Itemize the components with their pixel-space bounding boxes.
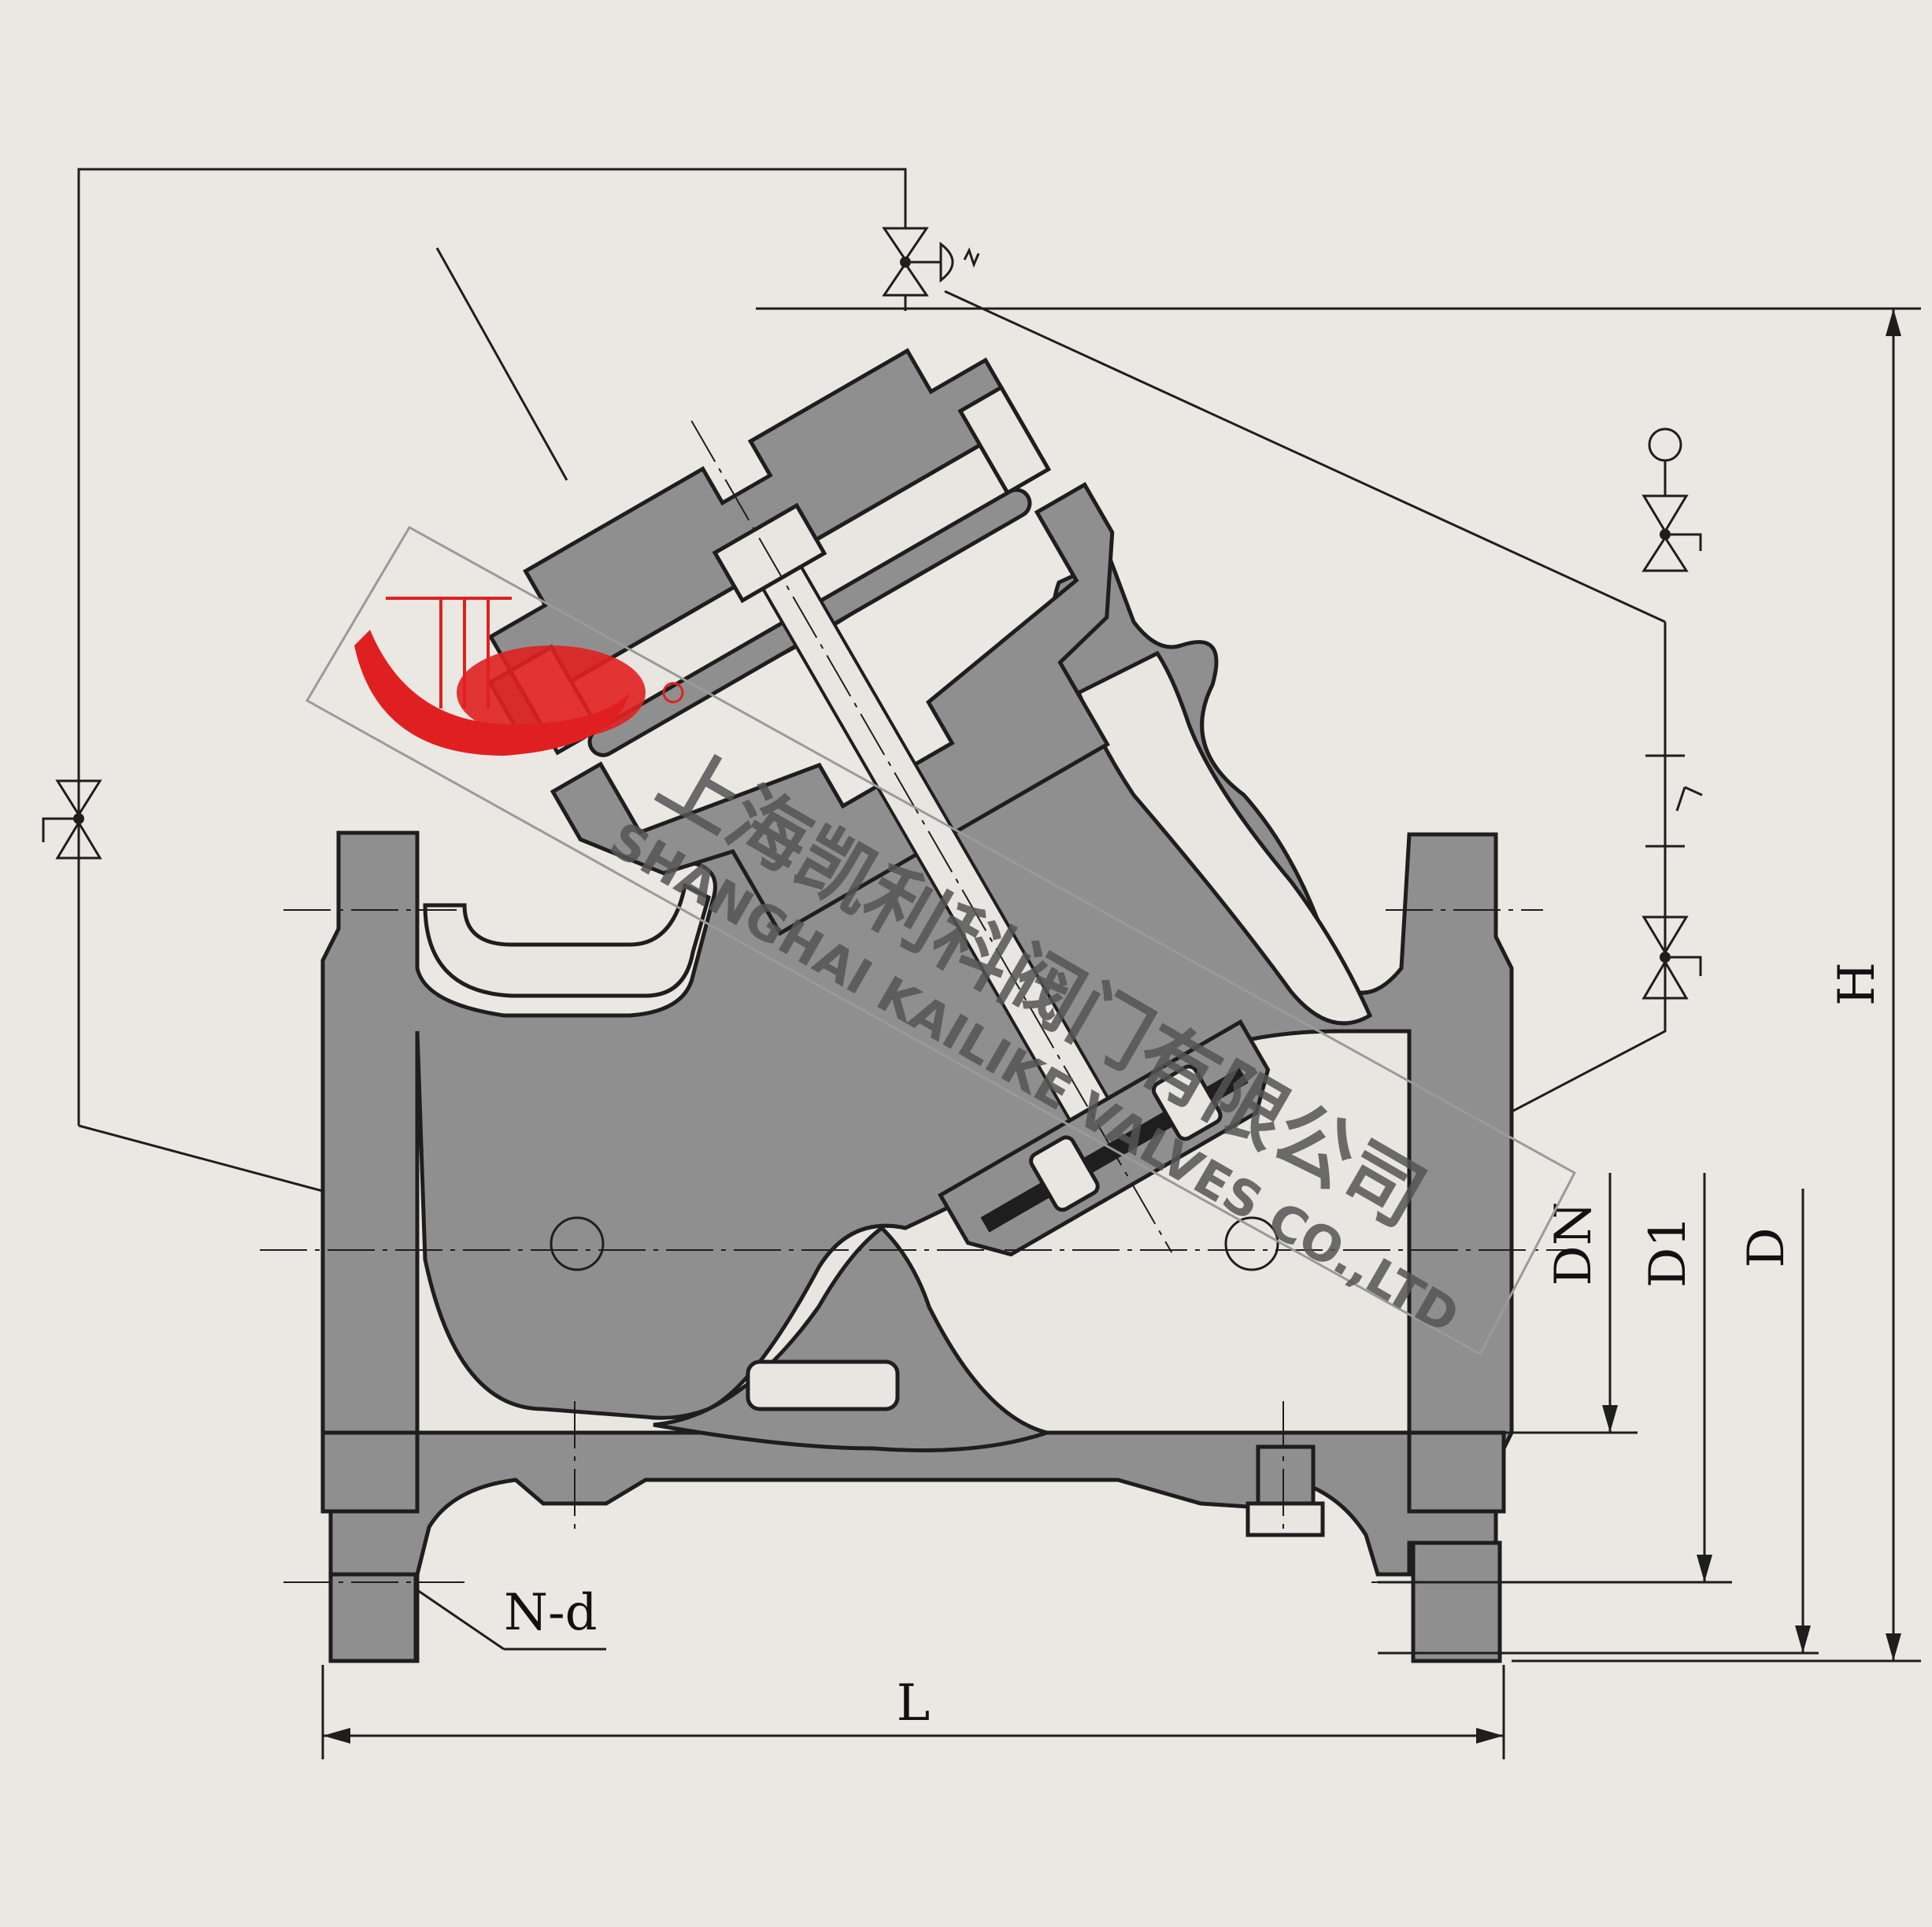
ball-valve-icon <box>1641 915 1689 955</box>
label-DN: DN <box>1545 1201 1603 1285</box>
needle-valve-top-icon <box>882 227 980 297</box>
pilot-control-assembly <box>1641 427 1703 1000</box>
dimension-H <box>756 307 1921 1663</box>
dimension-N-d <box>416 1589 606 1651</box>
company-logo <box>354 597 684 756</box>
dimension-D <box>1378 1189 1819 1655</box>
needle-valve-icon <box>1641 494 1689 534</box>
label-D: D <box>1738 1227 1796 1267</box>
label-N-d: N-d <box>504 1584 598 1642</box>
dimension-DN <box>1331 1173 1638 1434</box>
dimension-L <box>321 1665 1505 1759</box>
bonnet-assembly <box>487 348 1271 1257</box>
label-H: H <box>1828 962 1886 1006</box>
label-L: L <box>897 1674 931 1733</box>
label-D1: D1 <box>1639 1215 1697 1288</box>
pilot-piping <box>77 168 1667 1245</box>
dimension-D1 <box>1378 1173 1732 1584</box>
ball-valve-left-icon <box>42 779 102 860</box>
